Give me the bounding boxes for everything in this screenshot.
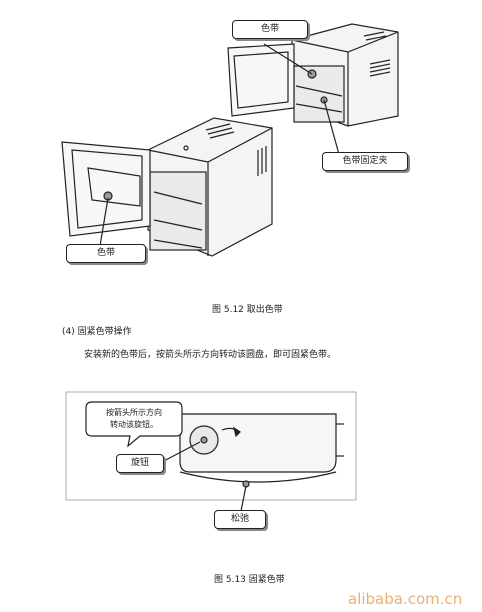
figure-caption-5-12: 图 5.12 取出色带 bbox=[212, 305, 283, 315]
callout-ribbon-left: 色带 bbox=[66, 244, 146, 263]
callout-knob: 旋钮 bbox=[116, 454, 164, 473]
section-body: 安装新的色带后，按箭头所示方向转动该圆盘，即可固紧色带。 bbox=[84, 350, 337, 360]
figure-5-13-drawing bbox=[65, 391, 357, 517]
section-heading: (4) 固紧色带操作 bbox=[62, 327, 132, 337]
callout-slack: 松弛 bbox=[214, 510, 266, 529]
callout-ribbon-clip: 色带固定夹 bbox=[322, 152, 408, 171]
bubble-text-line1: 按箭头所示方向 bbox=[106, 408, 162, 417]
bubble-text-line2: 转动该旋钮。 bbox=[110, 420, 158, 429]
watermark: alibaba.com.cn bbox=[348, 590, 463, 608]
callout-ribbon-top: 色带 bbox=[232, 20, 308, 39]
figure-caption-5-13: 图 5.13 固紧色带 bbox=[214, 575, 285, 585]
